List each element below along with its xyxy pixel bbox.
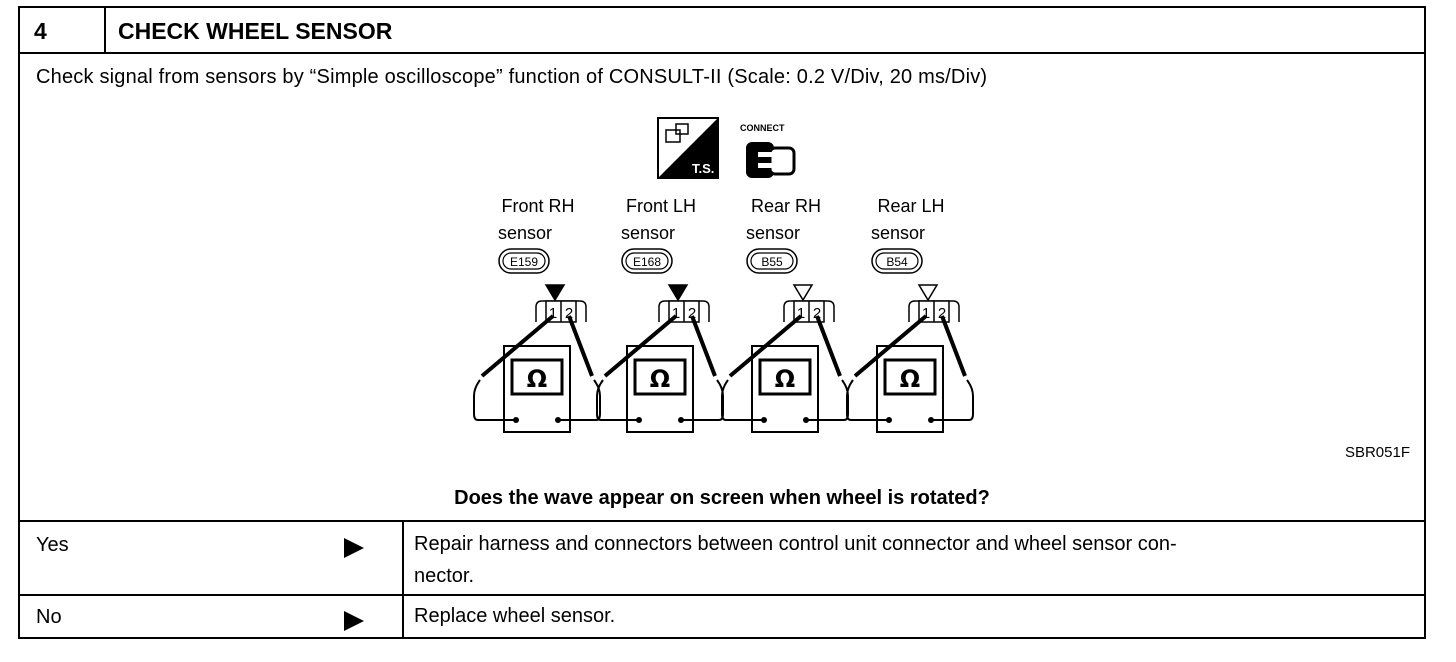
terminal-marker	[792, 284, 814, 302]
pin-number: 2	[688, 305, 696, 322]
connector-badge: E168	[621, 248, 673, 274]
test-lead-wire	[721, 379, 764, 421]
ohmmeter: Ω	[503, 345, 571, 433]
ohm-icon: Ω	[650, 365, 670, 393]
pin-number: 1	[797, 305, 805, 322]
action-no: Replace wheel sensor.	[414, 605, 616, 627]
test-lead-wire	[473, 379, 516, 421]
arrow-right-icon	[344, 538, 364, 558]
test-lead-wire	[931, 379, 974, 421]
connector-id: E159	[510, 255, 538, 269]
figure-code: SBR051F	[1344, 444, 1410, 461]
ohm-icon: Ω	[527, 365, 547, 393]
answer-no: No	[36, 606, 62, 628]
connector-id: B55	[761, 255, 783, 269]
result-row-no: No Replace wheel sensor.	[20, 594, 1424, 639]
instruction-text: Check signal from sensors by “Simple osc…	[36, 66, 988, 88]
ohm-icon: Ω	[900, 365, 920, 393]
pin-number: 1	[549, 305, 557, 322]
step-number: 4	[20, 8, 106, 52]
question-text: Does the wave appear on screen when whee…	[454, 487, 990, 509]
sensor-name: Rear RH	[751, 196, 821, 216]
test-probe	[603, 314, 678, 378]
arrow-right-icon	[344, 611, 364, 631]
test-probe	[940, 315, 967, 377]
step-header: 4 CHECK WHEEL SENSOR	[20, 8, 1424, 54]
action-yes: Repair harness and connectors between co…	[414, 528, 1404, 592]
column-divider	[402, 596, 404, 639]
sensor-label: sensor	[871, 223, 925, 243]
pin-number: 2	[813, 305, 821, 322]
test-probe	[480, 314, 555, 378]
sensor-label: sensor	[621, 223, 675, 243]
test-probe	[728, 314, 803, 378]
ts-icon: T.S.	[657, 117, 719, 179]
terminal-marker	[917, 284, 939, 302]
step-title: CHECK WHEEL SENSOR	[118, 18, 393, 44]
sensor-name: Front RH	[501, 196, 574, 216]
pin-number: 1	[922, 305, 930, 322]
connect-icon: CONNECT	[740, 123, 796, 178]
connector-badge: E159	[498, 248, 550, 274]
terminal-marker	[667, 284, 689, 302]
sensor-label: sensor	[746, 223, 800, 243]
ohmmeter: Ω	[876, 345, 944, 433]
answer-yes: Yes	[36, 534, 69, 556]
procedure-table: 4 CHECK WHEEL SENSOR Check signal from s…	[18, 6, 1426, 639]
result-row-yes: Yes Repair harness and connectors betwee…	[20, 520, 1424, 596]
sensor-name: Front LH	[626, 196, 696, 216]
test-lead-wire	[558, 379, 601, 421]
action-yes-line2: nector.	[414, 565, 475, 587]
pin-number: 2	[938, 305, 946, 322]
connector-id: E168	[633, 255, 661, 269]
ohm-icon: Ω	[775, 365, 795, 393]
pin-number: 1	[672, 305, 680, 322]
test-probe	[567, 315, 594, 377]
ohmmeter: Ω	[751, 345, 819, 433]
action-yes-line1: Repair harness and connectors between co…	[414, 533, 1177, 555]
connect-icon-label: CONNECT	[740, 123, 785, 133]
test-probe	[690, 315, 717, 377]
pin-number: 2	[565, 305, 573, 322]
terminal-marker	[544, 284, 566, 302]
connector-badge: B55	[746, 248, 798, 274]
sensor-name: Rear LH	[877, 196, 944, 216]
test-probe	[815, 315, 842, 377]
sensor-label: sensor	[498, 223, 552, 243]
test-lead-wire	[846, 379, 889, 421]
ts-icon-label: T.S.	[692, 161, 714, 176]
column-divider	[402, 522, 404, 596]
test-probe	[853, 314, 928, 378]
connector-badge: B54	[871, 248, 923, 274]
test-lead-wire	[596, 379, 639, 421]
connector-id: B54	[886, 255, 908, 269]
